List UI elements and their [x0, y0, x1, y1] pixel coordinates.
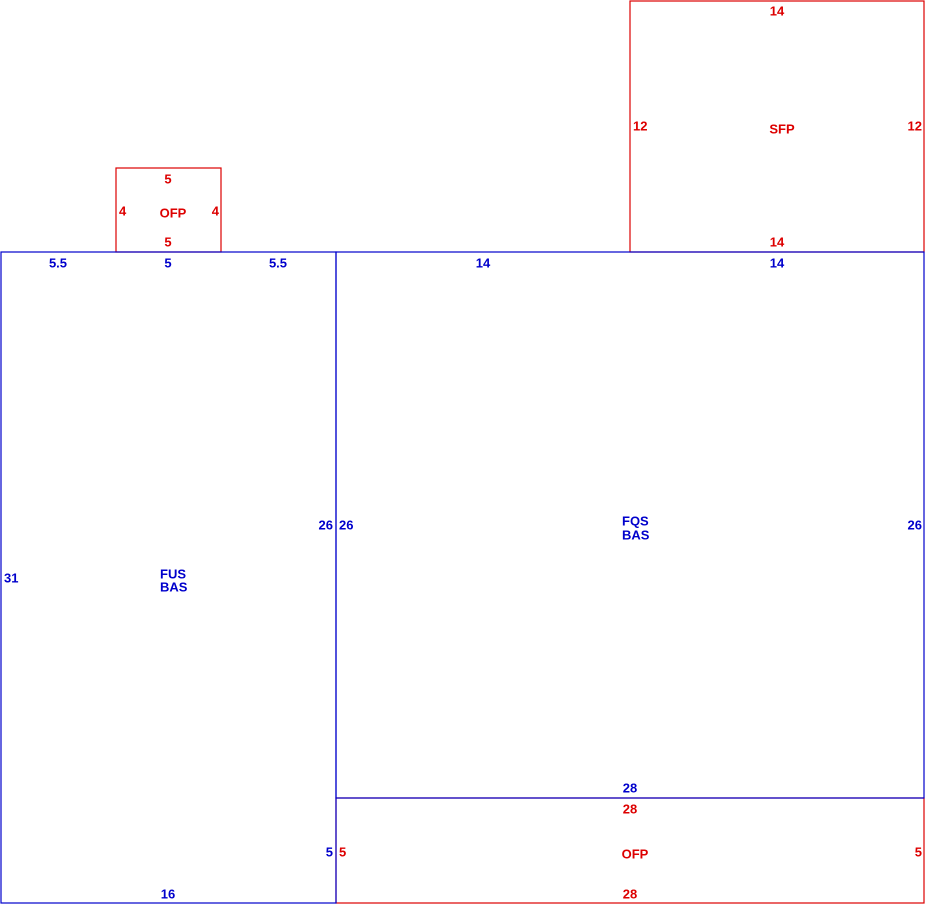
- ofp-top-area-code: OFP: [160, 205, 187, 220]
- sfp-left-dimension: 12: [633, 118, 647, 133]
- ofp-bottom-section: 28 5 5 OFP 28: [335, 797, 925, 904]
- ofp-top-left-dimension: 4: [119, 203, 127, 218]
- fus-area-code: FUS: [160, 566, 186, 581]
- ofp-top-right-dimension: 4: [212, 203, 220, 218]
- fqs-bottom-dimension: 28: [623, 780, 637, 795]
- fqs-bas-section: 14 14 26 26 FQS BAS 28: [335, 251, 925, 799]
- fus-right-lower-dimension: 5: [326, 844, 333, 859]
- ofp-bottom-top-dimension: 28: [623, 801, 637, 816]
- fqs-left-dimension: 26: [339, 517, 353, 532]
- fus-bottom-dimension: 16: [161, 886, 175, 901]
- fus-top-right-dimension: 5.5: [269, 255, 287, 270]
- fus-right-upper-dimension: 26: [319, 517, 333, 532]
- sfp-section: 14 12 12 SFP 14: [629, 0, 925, 253]
- ofp-bottom-area-code: OFP: [622, 846, 649, 861]
- sfp-top-dimension: 14: [770, 3, 785, 18]
- fqs-top-right-dimension: 14: [770, 255, 785, 270]
- ofp-bottom-bottom-dimension: 28: [623, 886, 637, 901]
- fqs-bas-outline: [335, 251, 925, 799]
- ofp-top-top-dimension: 5: [164, 171, 171, 186]
- ofp-top-section: 5 4 4 OFP 5: [115, 167, 222, 253]
- ofp-bottom-left-dimension: 5: [339, 844, 346, 859]
- fus-bas-section: 5.5 5 5.5 26 31 FUS BAS 5 16: [0, 251, 337, 904]
- ofp-top-bottom-dimension: 5: [164, 234, 171, 249]
- sfp-area-code: SFP: [769, 121, 795, 136]
- fqs-right-dimension: 26: [908, 517, 922, 532]
- sfp-right-dimension: 12: [908, 118, 922, 133]
- fqs-area-type: BAS: [622, 527, 650, 542]
- fqs-area-code: FQS: [622, 513, 649, 528]
- fus-top-mid-dimension: 5: [164, 255, 171, 270]
- fus-left-dimension: 31: [4, 570, 18, 585]
- sfp-bottom-dimension: 14: [770, 234, 785, 249]
- fus-top-left-dimension: 5.5: [49, 255, 67, 270]
- ofp-bottom-right-dimension: 5: [915, 844, 922, 859]
- fqs-top-left-dimension: 14: [476, 255, 491, 270]
- fus-area-type: BAS: [160, 579, 188, 594]
